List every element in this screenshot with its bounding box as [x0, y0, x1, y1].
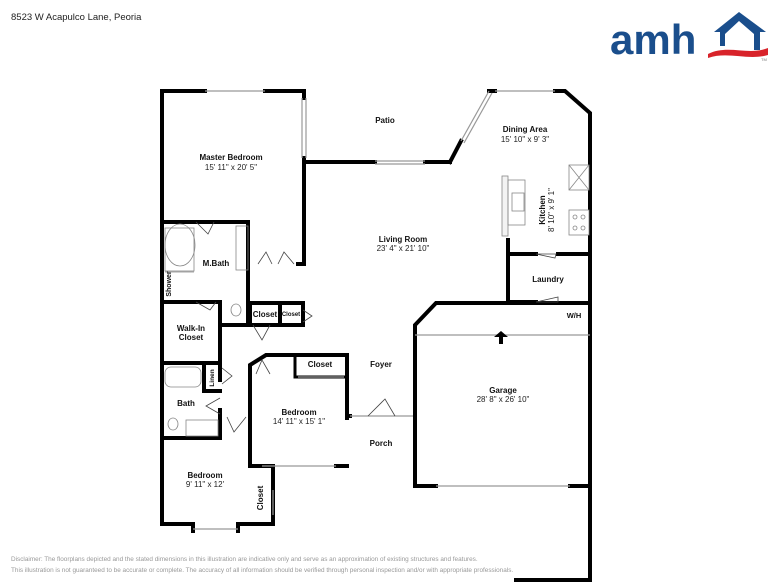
room-label: Foyer	[370, 360, 392, 369]
disclaimer-line-2: This illustration is not guaranteed to b…	[11, 567, 514, 574]
disclaimer: Disclaimer: The floorplans depicted and …	[11, 554, 513, 576]
room-label: Kitchen	[538, 195, 547, 224]
room-label: Bedroom	[281, 408, 316, 417]
trademark: TM	[761, 57, 767, 62]
room-label: Closet	[179, 333, 204, 342]
room-label: W/H	[567, 311, 582, 320]
room-label: Shower	[166, 271, 173, 297]
disclaimer-line-1: Disclaimer: The floorplans depicted and …	[11, 556, 478, 563]
vanity-icon	[185, 419, 219, 437]
room-dims: 23' 4" x 21' 10"	[377, 244, 430, 253]
room-label: Laundry	[532, 275, 564, 284]
toilet-icon	[167, 417, 179, 431]
toilet-icon	[230, 303, 242, 317]
room-label: Bedroom	[187, 471, 222, 480]
room-label: Closet	[308, 360, 333, 369]
doors	[195, 221, 559, 433]
room-label: Garage	[489, 386, 517, 395]
logo-text: amh	[610, 16, 696, 62]
garage-entry-arrow-icon	[494, 331, 508, 344]
room-label: Dining Area	[503, 125, 548, 134]
room-dims: 9' 11" x 12'	[186, 480, 225, 489]
fixtures	[164, 164, 590, 437]
room-dims: 8' 10" x 9' 1"	[547, 188, 556, 232]
room-label: Closet	[256, 485, 265, 510]
counter-icon	[501, 175, 509, 237]
room-label: M.Bath	[203, 259, 230, 268]
room-label: Closet	[253, 310, 278, 319]
bathtub-icon	[164, 223, 196, 267]
room-label: Bath	[177, 399, 195, 408]
house-icon	[708, 12, 768, 58]
stove-icon	[568, 209, 590, 236]
room-dims: 15' 11" x 20' 5"	[205, 163, 257, 172]
amh-logo: amh TM	[610, 12, 768, 62]
sink-icon	[511, 192, 525, 212]
room-label: Linen	[209, 369, 216, 386]
room-label: Master Bedroom	[199, 153, 262, 162]
room-label: Porch	[370, 439, 393, 448]
room-dims: 15' 10" x 9' 3"	[501, 135, 549, 144]
room-dims: 28' 8" x 26' 10"	[477, 395, 530, 404]
windows	[193, 90, 590, 530]
walls	[160, 89, 592, 582]
room-dims: 14' 11" x 15' 1"	[273, 417, 325, 426]
room-label: Walk-In	[177, 324, 205, 333]
room-label: Patio	[375, 116, 395, 125]
room-label: Living Room	[379, 235, 427, 244]
tub-icon	[164, 366, 202, 388]
property-address: 8523 W Acapulco Lane, Peoria	[11, 12, 142, 23]
room-label: Closet	[282, 312, 300, 318]
